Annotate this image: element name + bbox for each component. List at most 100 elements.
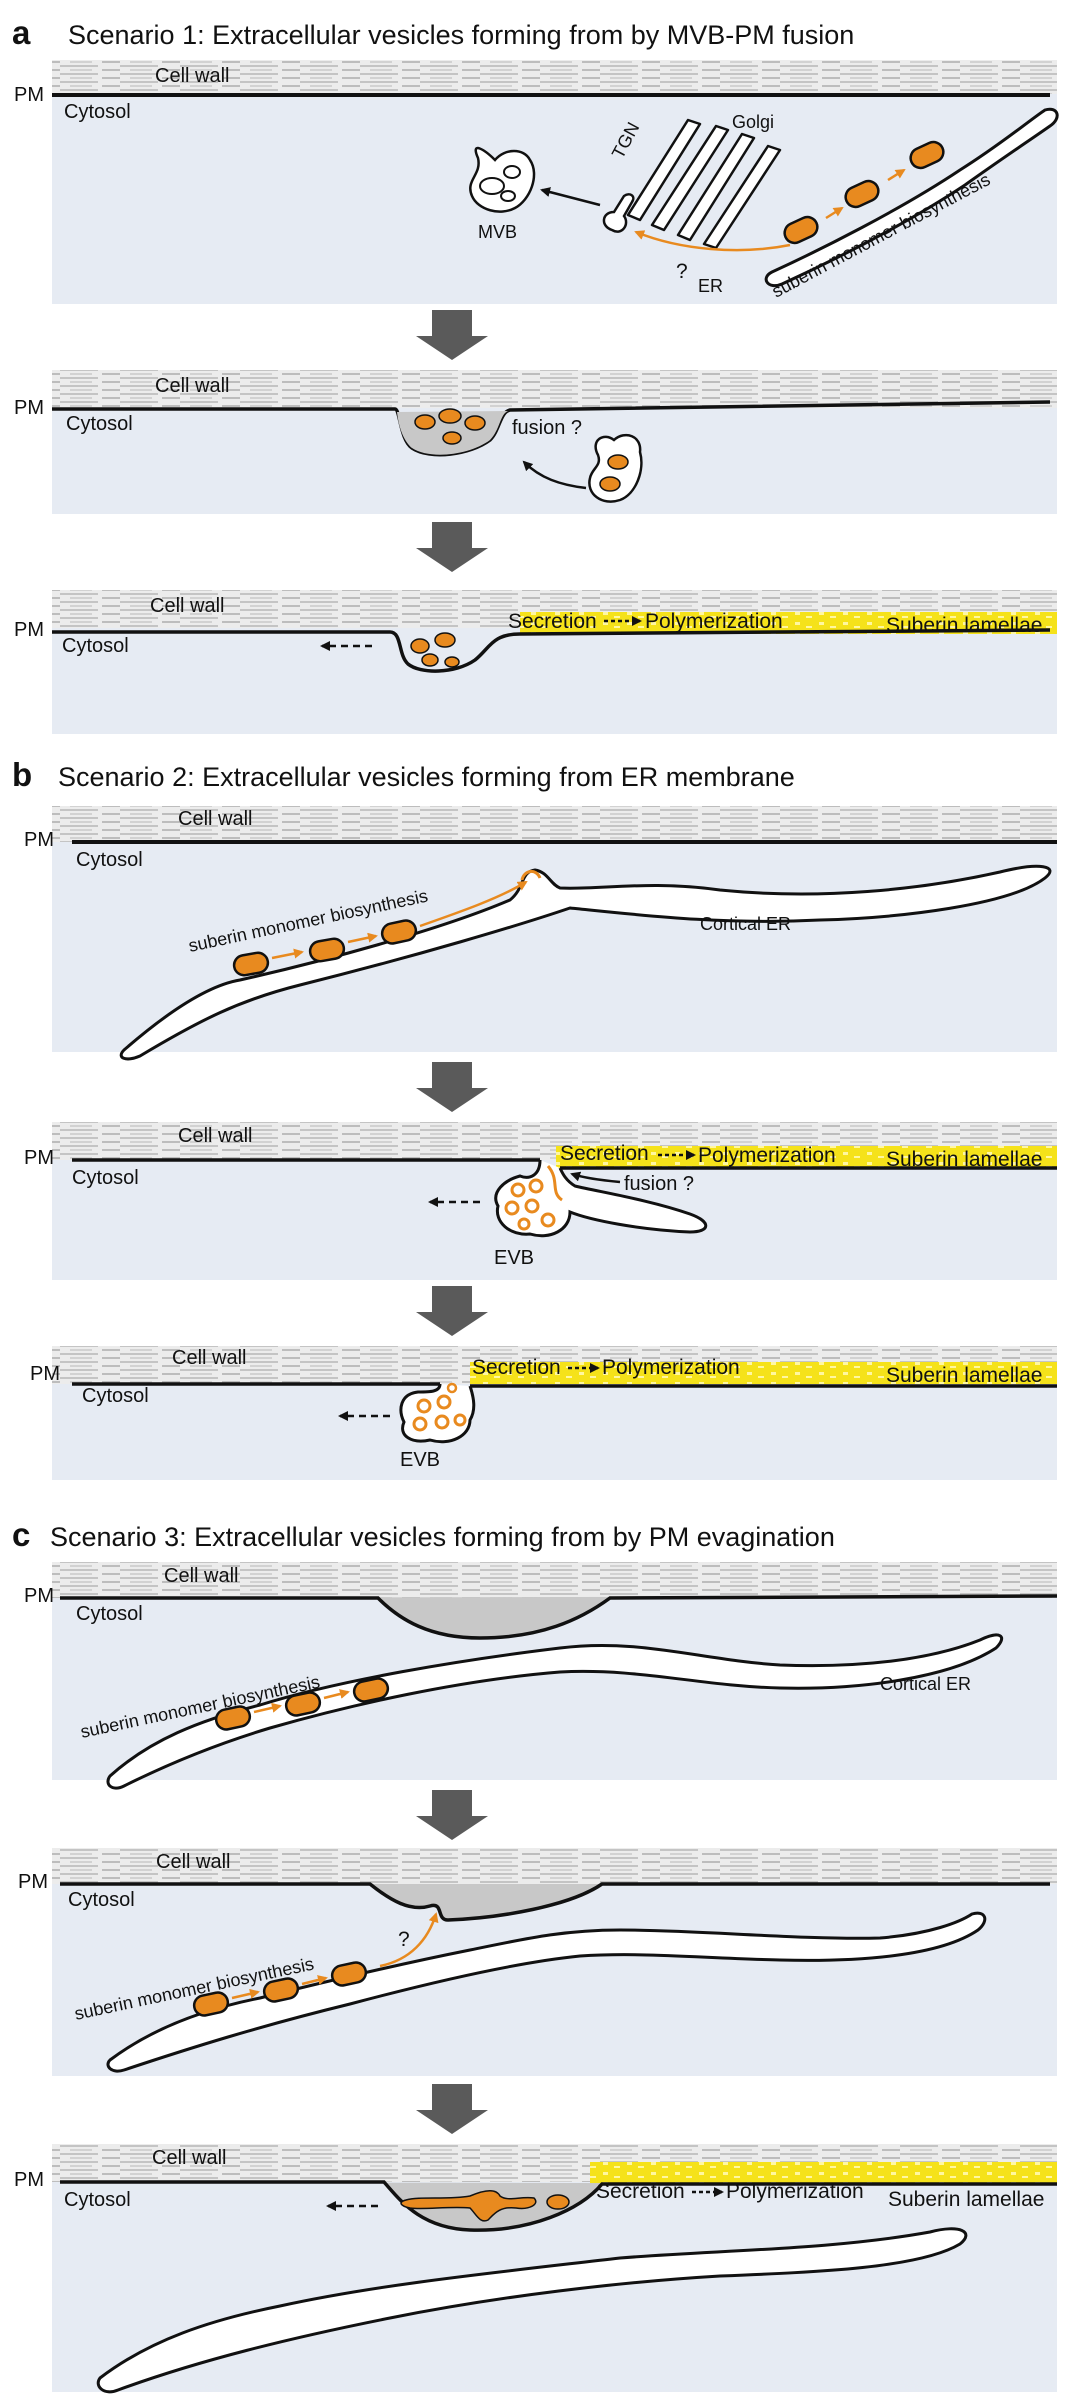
panel-a-step-3: Cell wall PM Cytosol Secretion Polymeriz… (14, 590, 1057, 734)
plasma-membrane (52, 628, 1051, 673)
suberin-lamellae-band (520, 612, 1057, 634)
pm-label: PM (24, 1147, 54, 1169)
vesicle (446, 1382, 458, 1394)
secretion-label: Secretion (560, 1142, 649, 1165)
cytosol-label: Cytosol (72, 1167, 139, 1189)
pm-label: PM (14, 84, 44, 106)
orange-arrow (231, 1988, 260, 2000)
step-arrow (416, 1062, 488, 1112)
vesicle (524, 1198, 540, 1214)
orange-arrow (301, 1975, 328, 1986)
suberin-lamellae-band (470, 1362, 1057, 1384)
step-arrow (416, 310, 488, 360)
vesicle (528, 1178, 544, 1194)
panel-c-title: Scenario 3: Extracellular vesicles formi… (50, 1522, 835, 1552)
vesicle (510, 1182, 526, 1198)
cytosol-label: Cytosol (66, 413, 133, 435)
lamellae-label: Suberin lamellae (886, 1364, 1042, 1387)
suberin-monomer (909, 140, 945, 170)
panel-b-step-1: Cell wall PM Cytosol suberin monomer bio… (24, 806, 1057, 1061)
step-arrow (416, 522, 488, 572)
cytosol-label: Cytosol (76, 849, 143, 871)
polymerization-label: Polymerization (602, 1356, 740, 1379)
vesicle (517, 1217, 531, 1231)
mvb-label: MVB (478, 222, 517, 242)
orange-arrow (347, 932, 378, 944)
panel-c-step-1: Cell wall PM Cytosol suberin monomer bio… (24, 1562, 1058, 1790)
suberin-monomer (284, 1691, 322, 1717)
golgi-stack (626, 118, 782, 250)
cortical-er (106, 1911, 987, 2073)
cytosol-area (52, 1384, 1057, 1480)
panel-c-letter: c (12, 1516, 30, 1553)
question-mark: ? (398, 1928, 410, 1951)
er-bud (520, 870, 542, 881)
mvb-arrow (540, 187, 601, 207)
vesicle (453, 1413, 467, 1427)
cytosol-area (52, 628, 1057, 734)
lamellae-label: Suberin lamellae (888, 2188, 1044, 2211)
fusion-label: fusion ? (624, 1173, 694, 1195)
polymerization-label: Polymerization (726, 2180, 864, 2203)
vesicle (464, 415, 486, 431)
question-mark: ? (676, 260, 688, 283)
orange-arrow (825, 206, 844, 220)
evb-label: EVB (400, 1449, 440, 1471)
cell-wall-band (52, 370, 1057, 408)
polymerization-label: Polymerization (698, 1144, 836, 1167)
orange-arrow (271, 948, 304, 960)
suberin-monomer (262, 1977, 300, 2003)
suberin-lamellae-band (590, 2162, 1057, 2184)
transport-arrow (634, 230, 791, 252)
fusion-arrow (570, 1171, 621, 1184)
panel-c-step-2: Cell wall PM Cytosol ? suberin monomer b… (18, 1848, 1057, 2076)
evb-er-complex (494, 1159, 708, 1238)
vesicle (412, 1416, 428, 1432)
suberin-aggregate (400, 2190, 537, 2222)
evb (399, 1383, 476, 1444)
er-strand (546, 1165, 563, 1202)
cell-wall-band (52, 806, 1057, 842)
cell-wall-label: Cell wall (152, 2147, 226, 2169)
mvb (469, 146, 536, 213)
cell-wall-label: Cell wall (155, 375, 229, 397)
fusion-arrow (522, 460, 587, 490)
cell-wall-band (52, 1562, 1057, 1598)
cortical-er-label: Cortical ER (880, 1674, 971, 1694)
orange-arrow (253, 1702, 282, 1714)
polymerization-label: Polymerization (645, 610, 783, 633)
cell-wall-band (52, 60, 1057, 94)
suberin-monomer (214, 1705, 252, 1731)
cell-wall-band (52, 1848, 1057, 1884)
cytosol-label: Cytosol (82, 1385, 149, 1407)
cytosol-area (52, 842, 1057, 1052)
cortical-er (119, 864, 1052, 1061)
panel-b-letter: b (12, 756, 32, 793)
cytosol-label: Cytosol (68, 1889, 135, 1911)
cell-wall-label: Cell wall (178, 808, 252, 830)
lamellae-label: Suberin lamellae (886, 1148, 1042, 1171)
suberin-monomer (352, 1677, 390, 1703)
suberin-monomer (232, 951, 270, 977)
golgi-label: Golgi (732, 112, 774, 132)
vesicle (540, 1212, 556, 1228)
suberin-monomer (192, 1991, 230, 2017)
cytosol-label: Cytosol (62, 635, 129, 657)
pm-label: PM (24, 1585, 54, 1607)
step-arrow (416, 2084, 488, 2134)
suberin-monomer (783, 215, 819, 245)
cell-wall-label: Cell wall (164, 1565, 238, 1587)
pm-label: PM (14, 619, 44, 641)
tgn (602, 193, 635, 233)
vesicle (416, 1398, 432, 1414)
vesicle (438, 408, 462, 424)
vesicle (442, 431, 462, 445)
suberin-monomer (380, 919, 418, 945)
suberin-monomer (844, 179, 880, 209)
vesicle (434, 1414, 450, 1430)
transport-arrow (419, 880, 528, 928)
cell-wall-label: Cell wall (150, 595, 224, 617)
plasma-membrane (60, 1594, 1058, 1640)
endoplasmic-reticulum (764, 107, 1059, 287)
cytosol-area (52, 408, 1057, 514)
